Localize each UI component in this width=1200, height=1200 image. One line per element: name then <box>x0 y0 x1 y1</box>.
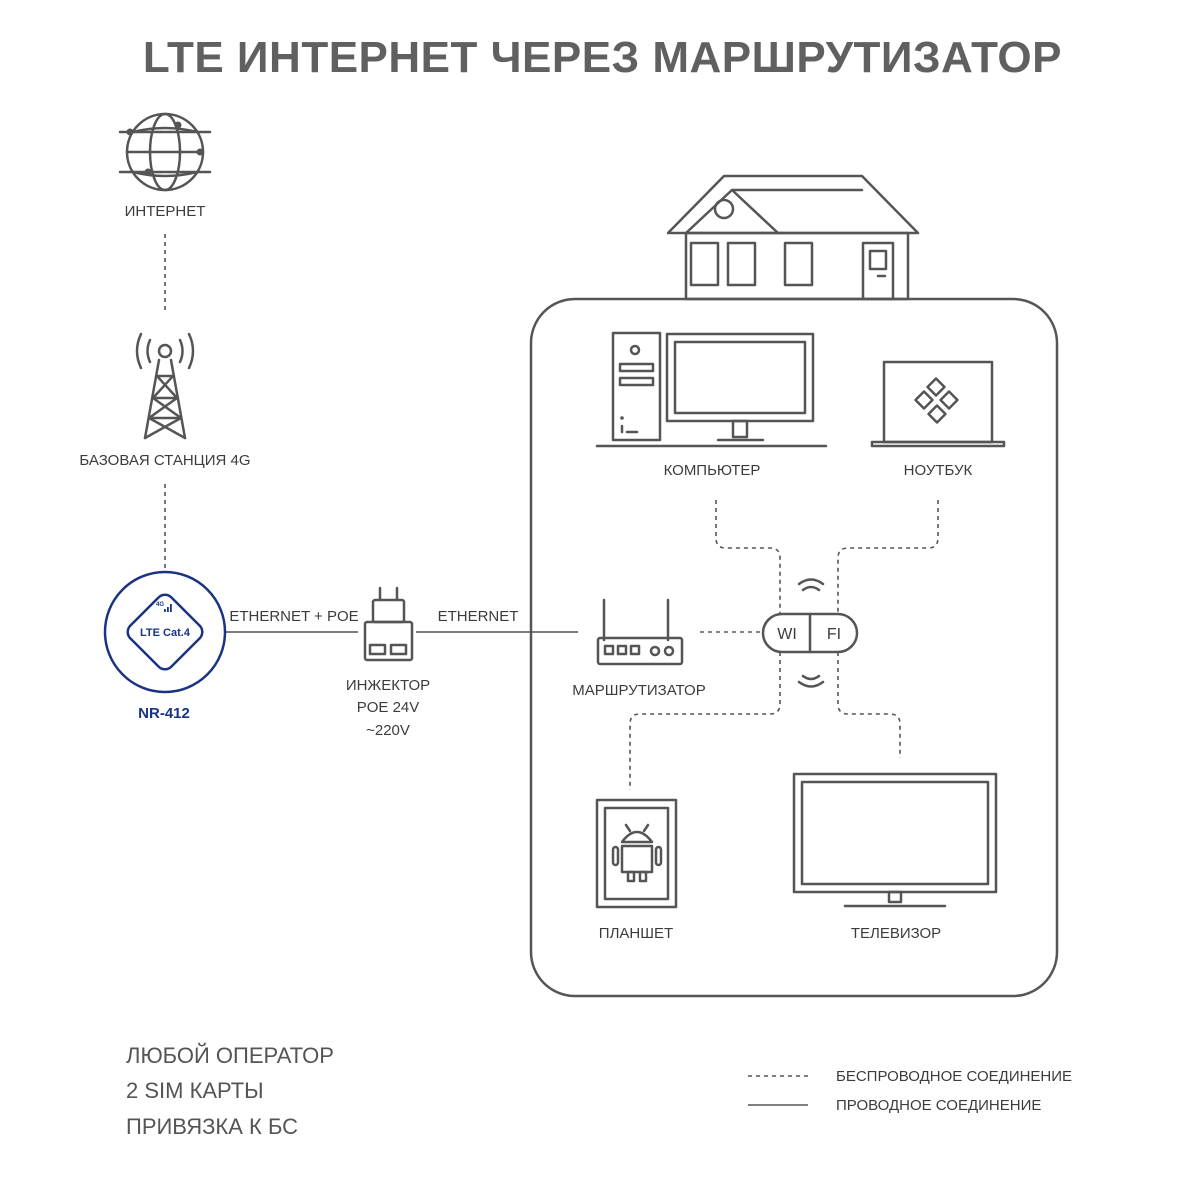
link-laptop-wifi <box>837 500 939 614</box>
device-diamond <box>126 593 204 671</box>
feature-bs-binding: ПРИВЯЗКА К БС <box>126 1114 298 1139</box>
feature-sim: 2 SIM КАРТЫ <box>126 1078 264 1103</box>
tablet-icon <box>595 798 678 909</box>
feature-operator: ЛЮБОЙ ОПЕРАТОР <box>126 1043 334 1068</box>
base-station-label: БАЗОВАЯ СТАНЦИЯ 4G <box>79 452 250 469</box>
injector-label-1: ИНЖЕКТОР <box>346 677 430 694</box>
computer-icon <box>595 331 828 448</box>
tv-icon <box>792 772 998 908</box>
tv-label: ТЕЛЕВИЗОР <box>851 925 941 942</box>
globe-icon <box>118 112 212 192</box>
ethernet-label: ETHERNET <box>438 608 519 625</box>
device-4g-label: 4G <box>156 602 164 608</box>
legend-wireless-label: БЕСПРОВОДНОЕ СОЕДИНЕНИЕ <box>836 1068 1072 1085</box>
injector-label-3: ~220V <box>366 722 410 739</box>
internet-label: ИНТЕРНЕТ <box>125 203 206 220</box>
computer-label: КОМПЬЮТЕР <box>664 462 761 479</box>
wifi-left-label: WI <box>777 626 797 643</box>
ethernet-poe-label: ETHERNET + POE <box>229 608 358 625</box>
injector-label-2: POE 24V <box>357 699 420 716</box>
house-container <box>529 297 1059 998</box>
link-wifi-tablet <box>629 652 781 790</box>
tablet-label: ПЛАНШЕТ <box>599 925 673 942</box>
legend-wired-label: ПРОВОДНОЕ СОЕДИНЕНИЕ <box>836 1097 1041 1114</box>
link-wifi-tv <box>837 652 901 758</box>
nr-412-device: 4G LTE Cat.4 <box>103 570 227 694</box>
wifi-right-label: FI <box>827 626 841 643</box>
device-name: NR-412 <box>138 705 190 722</box>
house-icon <box>666 174 920 301</box>
link-computer-wifi <box>715 500 781 614</box>
signal-bars-icon <box>164 604 172 612</box>
wifi-waves-icon <box>797 578 825 688</box>
page-title: LTE ИНТЕРНЕТ ЧЕРЕЗ МАРШРУТИЗАТОР <box>143 33 1062 82</box>
wifi-hub <box>761 612 859 654</box>
router-icon <box>596 598 684 666</box>
laptop-icon <box>870 360 1006 448</box>
android-icon <box>611 823 663 883</box>
cell-tower-icon <box>135 332 195 440</box>
router-label: МАРШРУТИЗАТОР <box>572 682 705 699</box>
poe-injector-icon <box>363 586 414 662</box>
device-badge: LTE Cat.4 <box>140 627 191 639</box>
laptop-label: НОУТБУК <box>904 462 973 479</box>
